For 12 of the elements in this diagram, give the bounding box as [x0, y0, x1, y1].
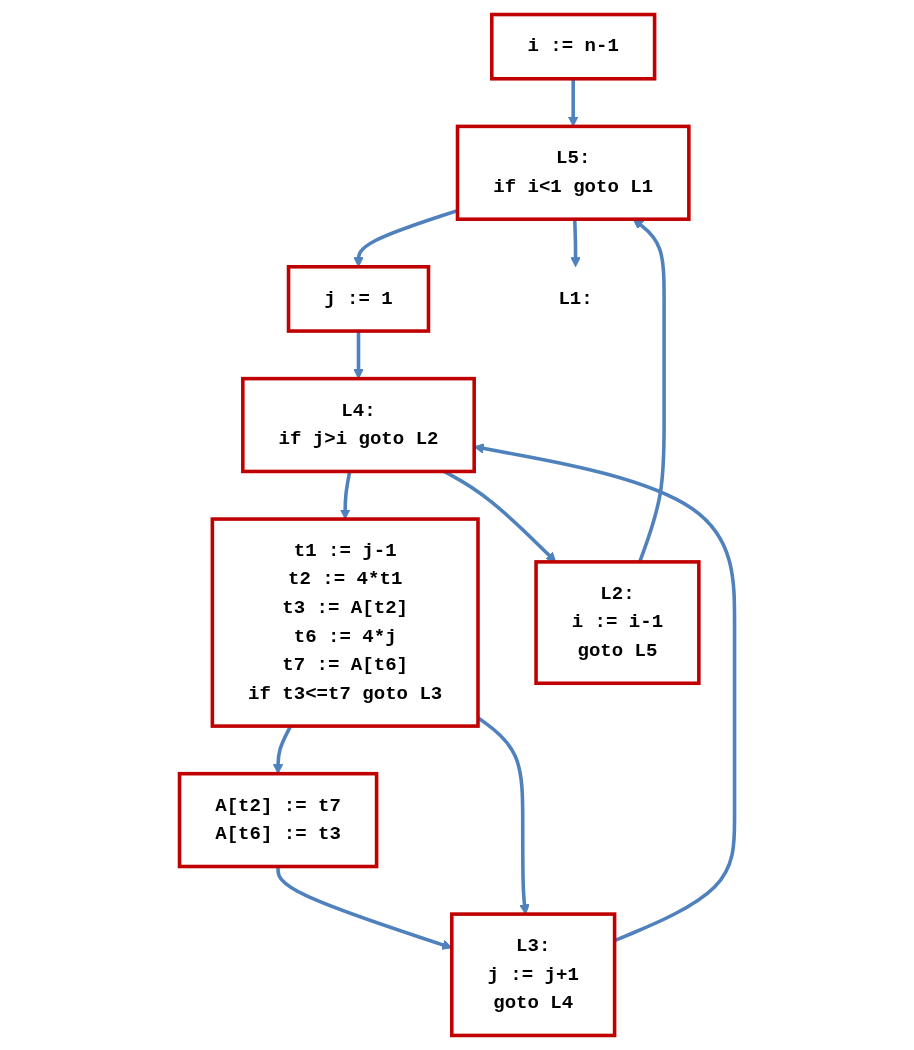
node-box: A[t2] := t7 A[t6] := t3: [177, 771, 379, 869]
node-text: L1:: [558, 288, 593, 310]
node-box: i := n-1: [489, 12, 657, 81]
node-box: L2: i := i-1 goto L5: [534, 560, 701, 686]
arrow: [567, 78, 579, 127]
arrow: [570, 219, 581, 268]
node-box: t1 := j-1 t2 := 4*t1 t3 := A[t2] t6 := 4*j t7 := A[t6] if t3<=t7 goto L3: [210, 517, 480, 728]
node-box: L5: if i<1 goto L1: [455, 124, 691, 221]
node-box: L3: j := j+1 goto L4: [450, 912, 617, 1038]
node-box: L4: if j>i goto L2: [241, 376, 476, 474]
node-box: j := 1: [286, 265, 431, 333]
arrow: [339, 471, 352, 520]
